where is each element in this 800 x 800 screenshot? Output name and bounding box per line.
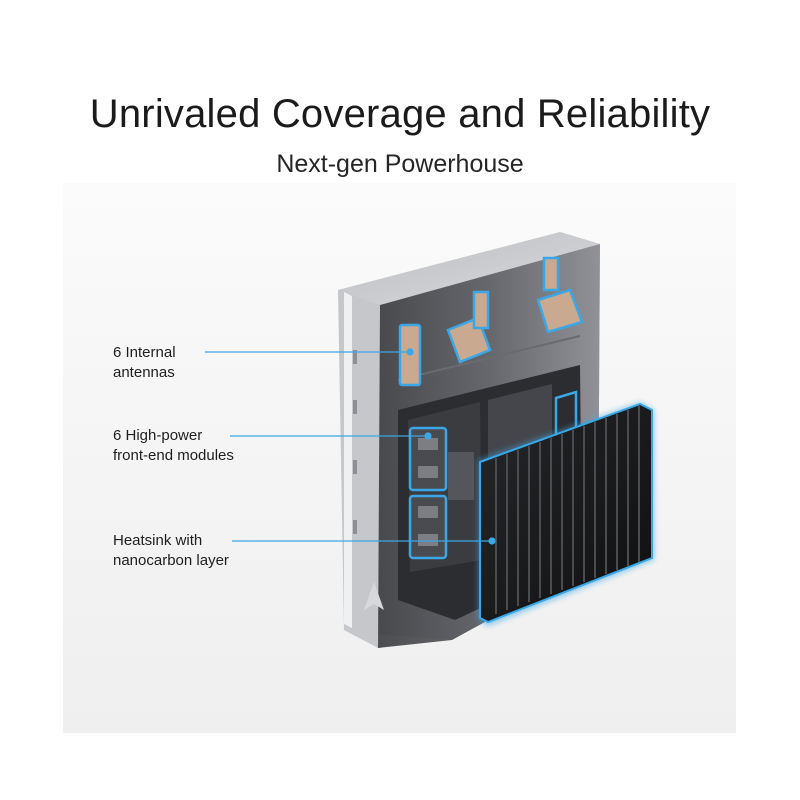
antenna-module bbox=[398, 256, 584, 387]
page-title: Unrivaled Coverage and Reliability bbox=[89, 92, 711, 136]
callout-heatsink: Heatsink with nanocarbon layer bbox=[113, 532, 229, 569]
side-vents bbox=[353, 350, 357, 534]
heatsink-fins bbox=[478, 402, 654, 626]
logo-mark-icon bbox=[364, 582, 384, 610]
callout-lines bbox=[205, 348, 496, 545]
front-end-modules bbox=[408, 390, 578, 560]
callout-front-end-modules: 6 High-power front-end modules bbox=[113, 427, 234, 464]
page-subtitle: Next-gen Powerhouse bbox=[276, 150, 524, 178]
callout-internal-antennas: 6 Internal antennas bbox=[113, 344, 176, 381]
